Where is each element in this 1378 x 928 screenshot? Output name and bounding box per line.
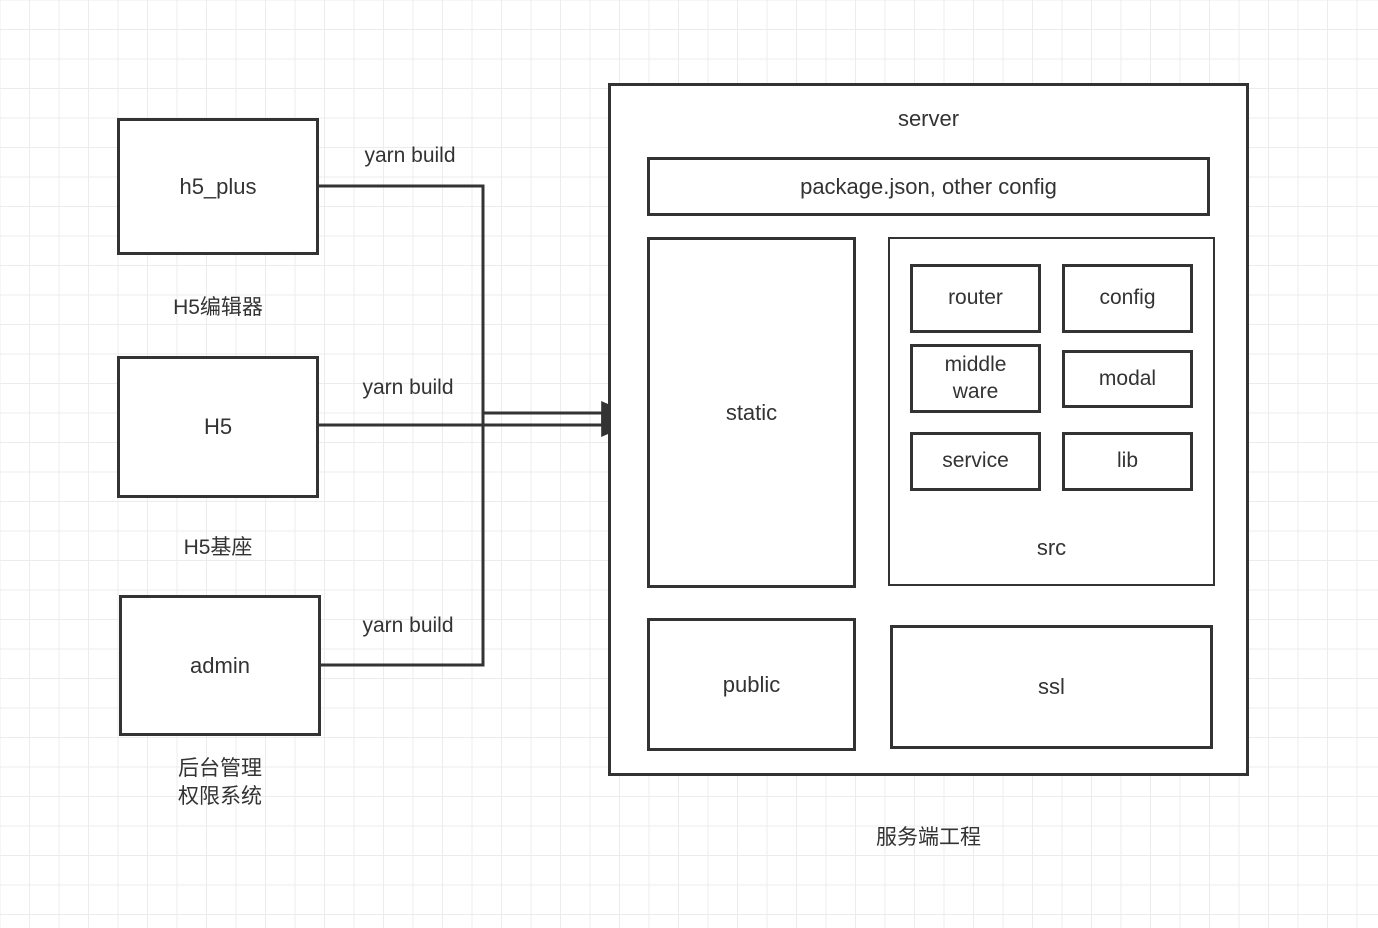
node-ssl[interactable]: ssl	[890, 625, 1213, 749]
node-src-middleware[interactable]: middle ware	[910, 344, 1041, 413]
node-src-router-label: router	[948, 286, 1003, 310]
node-src-lib-label: lib	[1116, 449, 1138, 473]
node-src-router[interactable]: router	[910, 264, 1041, 333]
node-src-service[interactable]: service	[910, 432, 1041, 491]
node-package-config[interactable]: package.json, other config	[647, 157, 1210, 216]
node-public-label: public	[722, 671, 781, 697]
node-src-service-label: service	[942, 449, 1009, 473]
node-static[interactable]: static	[647, 237, 856, 588]
node-src-modal[interactable]: modal	[1062, 350, 1193, 408]
node-h5[interactable]: H5	[117, 356, 319, 498]
caption-h5-plus: H5编辑器	[173, 296, 263, 319]
node-h5-plus-label: h5_plus	[179, 173, 257, 199]
caption-server: 服务端工程	[876, 826, 981, 849]
caption-admin: 后台管理 权限系统	[178, 757, 262, 809]
node-h5-plus[interactable]: h5_plus	[117, 118, 319, 255]
node-src-middleware-label: middle ware	[944, 353, 1007, 403]
node-static-label: static	[725, 399, 778, 425]
node-src-lib[interactable]: lib	[1062, 432, 1193, 491]
edge-label-h5-plus: yarn build	[364, 144, 456, 167]
node-admin-label: admin	[190, 652, 250, 678]
node-src-config-label: config	[1099, 286, 1156, 310]
node-src-modal-label: modal	[1098, 366, 1157, 390]
node-h5-label: H5	[203, 414, 233, 440]
edge-label-h5: yarn build	[362, 376, 454, 399]
node-ssl-label: ssl	[1038, 674, 1065, 700]
edge-label-admin: yarn build	[362, 614, 454, 637]
node-admin[interactable]: admin	[119, 595, 321, 736]
node-package-config-label: package.json, other config	[800, 173, 1057, 199]
caption-h5: H5基座	[183, 536, 253, 559]
node-src-label: src	[1036, 535, 1067, 560]
node-src-config[interactable]: config	[1062, 264, 1193, 333]
node-server-label: server	[897, 106, 960, 131]
node-public[interactable]: public	[647, 618, 856, 751]
